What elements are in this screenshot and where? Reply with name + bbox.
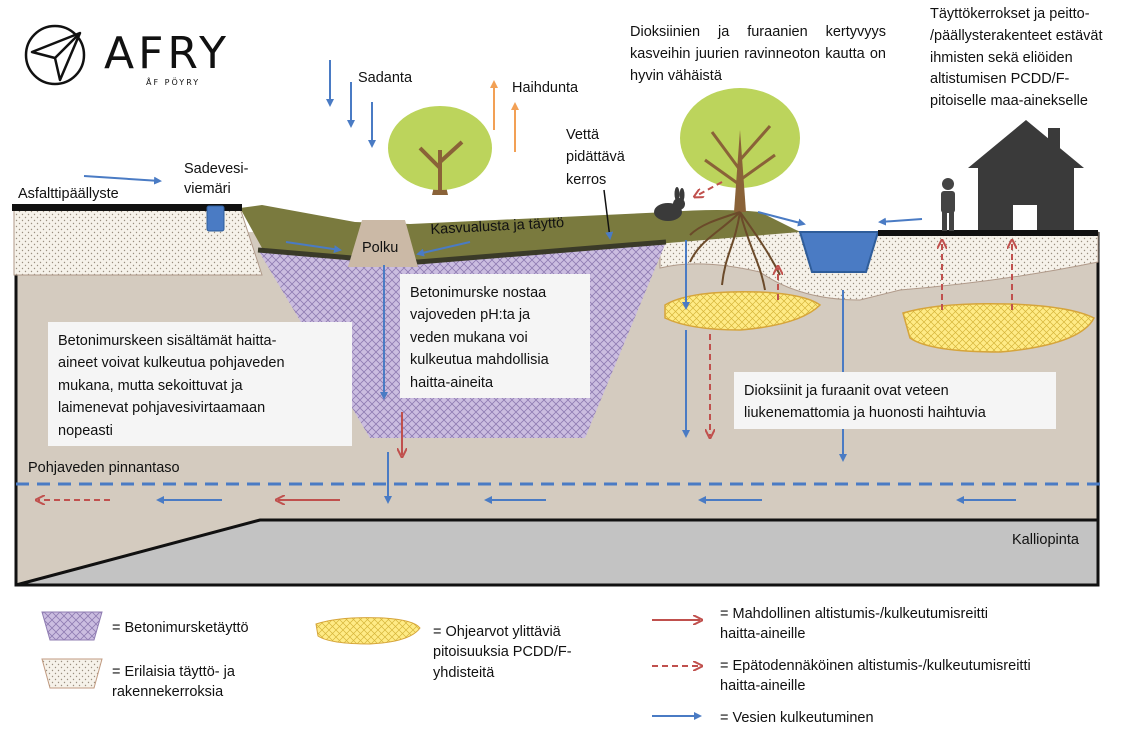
pond xyxy=(798,231,880,273)
label-precipitation: Sadanta xyxy=(358,70,413,86)
bedrock-surface xyxy=(15,518,1098,587)
tree-right xyxy=(680,88,800,291)
label-asphalt: Asfalttipäällyste xyxy=(18,186,119,202)
label-evaporation: Haihdunta xyxy=(512,80,579,96)
legend-fill-label: = Erilaisia täyttö- ja rakennekerroksia xyxy=(112,664,235,701)
label-groundwater-level: Pohjaveden pinnantaso xyxy=(28,460,180,476)
runoff-arrow-left xyxy=(83,175,162,185)
bedrock xyxy=(16,520,1098,585)
legend-crush-swatch xyxy=(41,611,103,641)
storm-drain xyxy=(206,205,225,232)
label-path: Polku xyxy=(362,240,399,256)
note-crush-ph: Betonimurske nostaa vajoveden pH:ta ja v… xyxy=(400,274,590,398)
flow-arrow-growth xyxy=(416,241,471,257)
legend-possible-route-label: = Mahdollinen altistumis-/kulkeutumisrei… xyxy=(720,606,988,643)
tree-left xyxy=(388,106,492,195)
legend-water-label: = Vesien kulkeutuminen xyxy=(720,710,874,726)
asphalt-surface xyxy=(12,204,242,211)
legend-fill-swatch xyxy=(41,658,103,689)
label-stormwater-line1: Sadevesi- xyxy=(184,161,249,177)
house-icon xyxy=(968,120,1084,230)
legend-unlikely-route-label: = Epätodennäköinen altistumis-/kulkeutum… xyxy=(720,658,1031,695)
brand-subtitle: ÅF PÖYRY xyxy=(146,78,201,87)
pcdd-lens-1 xyxy=(664,291,822,331)
label-stormwater: Sadevesi- viemäri xyxy=(184,160,248,199)
house-ground-surface xyxy=(878,230,1098,236)
left-fill-layer xyxy=(13,207,263,276)
section-outline xyxy=(14,232,1100,587)
label-bedrock: Kalliopinta xyxy=(1012,532,1079,548)
note-plants: Dioksiinien ja furaanien kertyvyys kasve… xyxy=(630,24,886,84)
legend-pcdd-swatch xyxy=(315,617,421,645)
note-house: Täyttökerrokset ja peitto- /päällysterak… xyxy=(930,6,1103,109)
rabbit-icon xyxy=(654,187,685,221)
flow-arrow-tree xyxy=(757,211,806,227)
brand-name: AFRY xyxy=(104,28,231,79)
legend-crush-label: = Betonimursketäyttö xyxy=(112,620,249,636)
person-icon xyxy=(941,178,955,231)
flow-arrow-crush xyxy=(285,241,342,254)
path-block xyxy=(348,220,418,267)
note-crush-groundwater: Betonimurskeen sisältämät haitta- aineet… xyxy=(48,322,352,446)
afry-logo-icon xyxy=(24,24,86,86)
legend-pcdd-label: = Ohjearvot ylittäviä pitoisuuksia PCDD/… xyxy=(433,624,572,681)
note-dioxins: Dioksiinit ja furaanit ovat veteen liuke… xyxy=(734,372,1056,429)
flow-arrow-house xyxy=(878,217,923,226)
red-dashed-tree xyxy=(696,181,723,196)
label-stormwater-line2: viemäri xyxy=(184,180,231,197)
label-water-retaining: Vettä pidättävä kerros xyxy=(566,127,625,188)
retaining-pointer xyxy=(603,189,614,240)
pcdd-lens-2 xyxy=(902,302,1096,353)
